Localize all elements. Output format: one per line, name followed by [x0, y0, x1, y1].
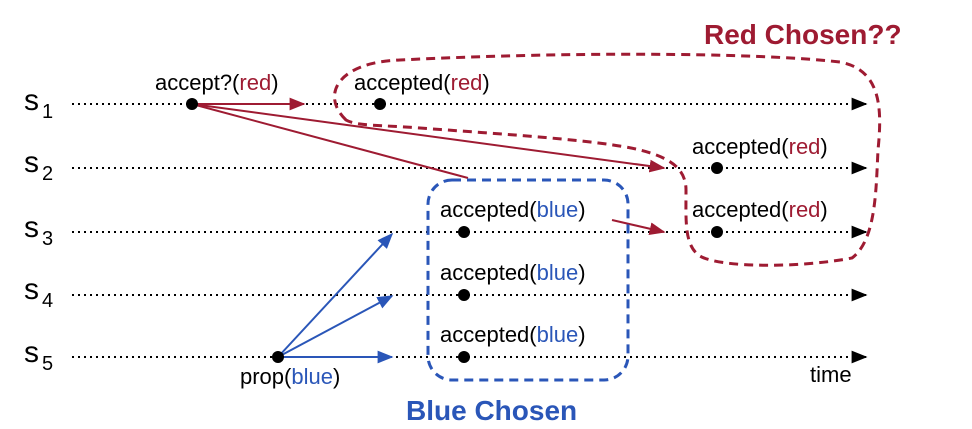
blue-msg-to-s4 [277, 295, 394, 358]
blue-msg-to-s3 [277, 232, 394, 358]
event-dot-s5-accepted [458, 351, 470, 363]
svg-text:4: 4 [42, 290, 53, 312]
label-s1-accepted: accepted(red) [354, 70, 490, 95]
svg-text:5: 5 [42, 353, 53, 375]
svg-text:s: s [24, 84, 39, 117]
label-s5-accepted-blue: accepted(blue) [440, 322, 586, 347]
label-accept-request: accept?(red) [155, 70, 279, 95]
title-blue-chosen: Blue Chosen [406, 395, 577, 426]
event-dot-s3-accepted-blue [458, 226, 470, 238]
blue-chosen-outline [426, 178, 630, 382]
svg-text:3: 3 [42, 228, 53, 250]
red-msg-to-s3-a [191, 103, 469, 179]
event-dot-s2-accepted [711, 162, 723, 174]
server-label-s5: s 5 [24, 336, 53, 375]
event-dot-s4-accepted [458, 289, 470, 301]
svg-text:1: 1 [42, 101, 53, 123]
svg-text:s: s [24, 211, 39, 244]
label-s3-accepted-red: accepted(red) [692, 197, 828, 222]
red-msg-to-s2 [191, 103, 666, 173]
event-dot-s5-prop [272, 351, 284, 363]
server-label-s3: s 3 [24, 211, 53, 250]
svg-text:s: s [24, 146, 39, 179]
label-prop: prop(blue) [240, 364, 340, 389]
label-s4-accepted-blue: accepted(blue) [440, 260, 586, 285]
red-chosen-outline [333, 52, 882, 267]
label-s3-accepted-blue: accepted(blue) [440, 197, 586, 222]
event-dot-s1-accepted [374, 98, 386, 110]
event-dot-s1-accept [186, 98, 198, 110]
axis-label-time: time [810, 362, 852, 387]
server-label-s4: s 4 [24, 273, 53, 312]
red-msg-to-s3-b [611, 219, 666, 235]
label-s2-accepted: accepted(red) [692, 134, 828, 159]
svg-text:s: s [24, 336, 39, 369]
server-label-s1: s 1 [24, 84, 53, 123]
svg-text:s: s [24, 273, 39, 306]
server-label-s2: s 2 [24, 146, 53, 185]
event-dot-s3-accepted-red [711, 226, 723, 238]
svg-text:2: 2 [42, 163, 53, 185]
title-red-chosen: Red Chosen?? [704, 19, 902, 50]
